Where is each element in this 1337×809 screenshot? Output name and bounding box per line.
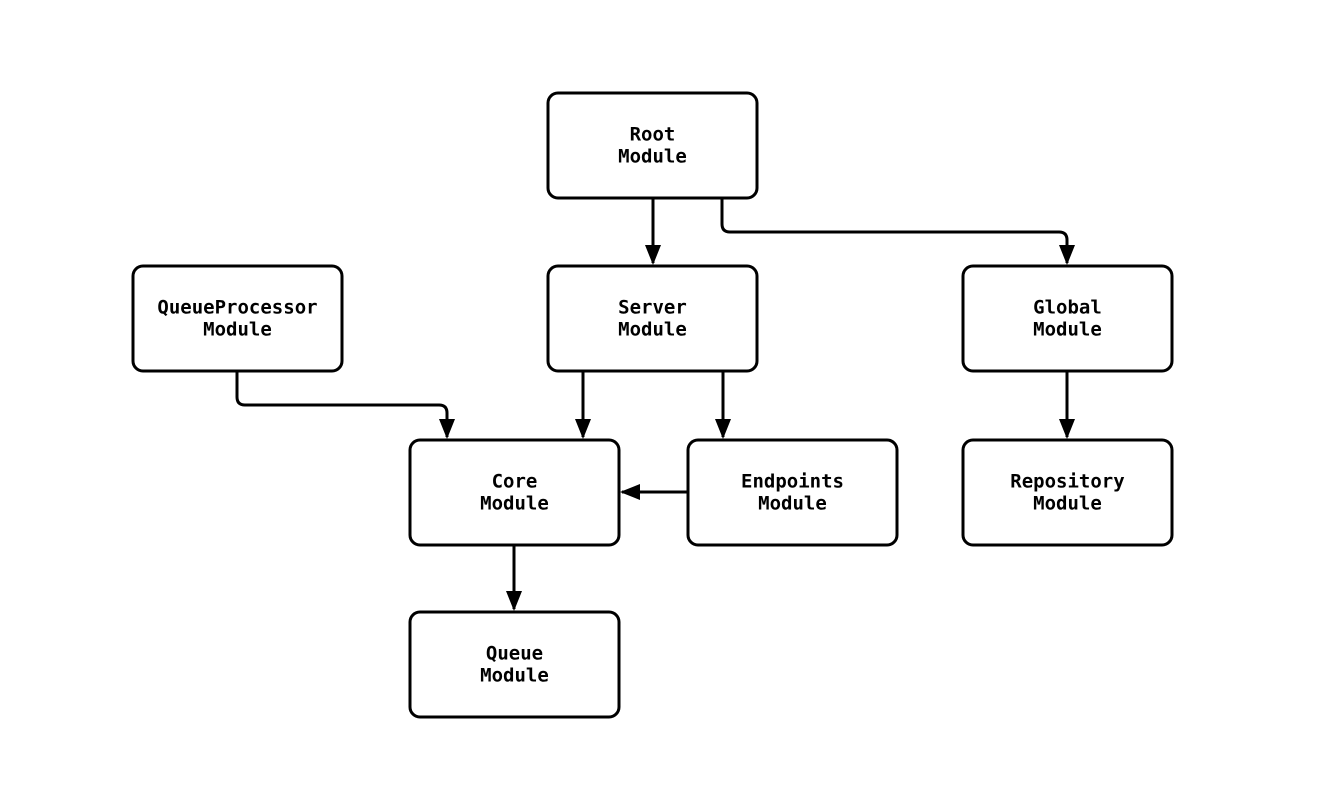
edge-root-module-to-global-module [720, 198, 1075, 265]
node-box-root-module [546, 91, 759, 200]
node-box-global-module [961, 264, 1174, 373]
edge-queueprocessor-module-to-core-module [235, 371, 455, 439]
node-box-endpoints-module [686, 438, 899, 547]
node-box-repository-module [961, 438, 1174, 547]
node-box-queue-module [408, 610, 621, 719]
node-box-server-module [546, 264, 759, 373]
node-box-core-module [408, 438, 621, 547]
node-box-queueprocessor-module [131, 264, 344, 373]
